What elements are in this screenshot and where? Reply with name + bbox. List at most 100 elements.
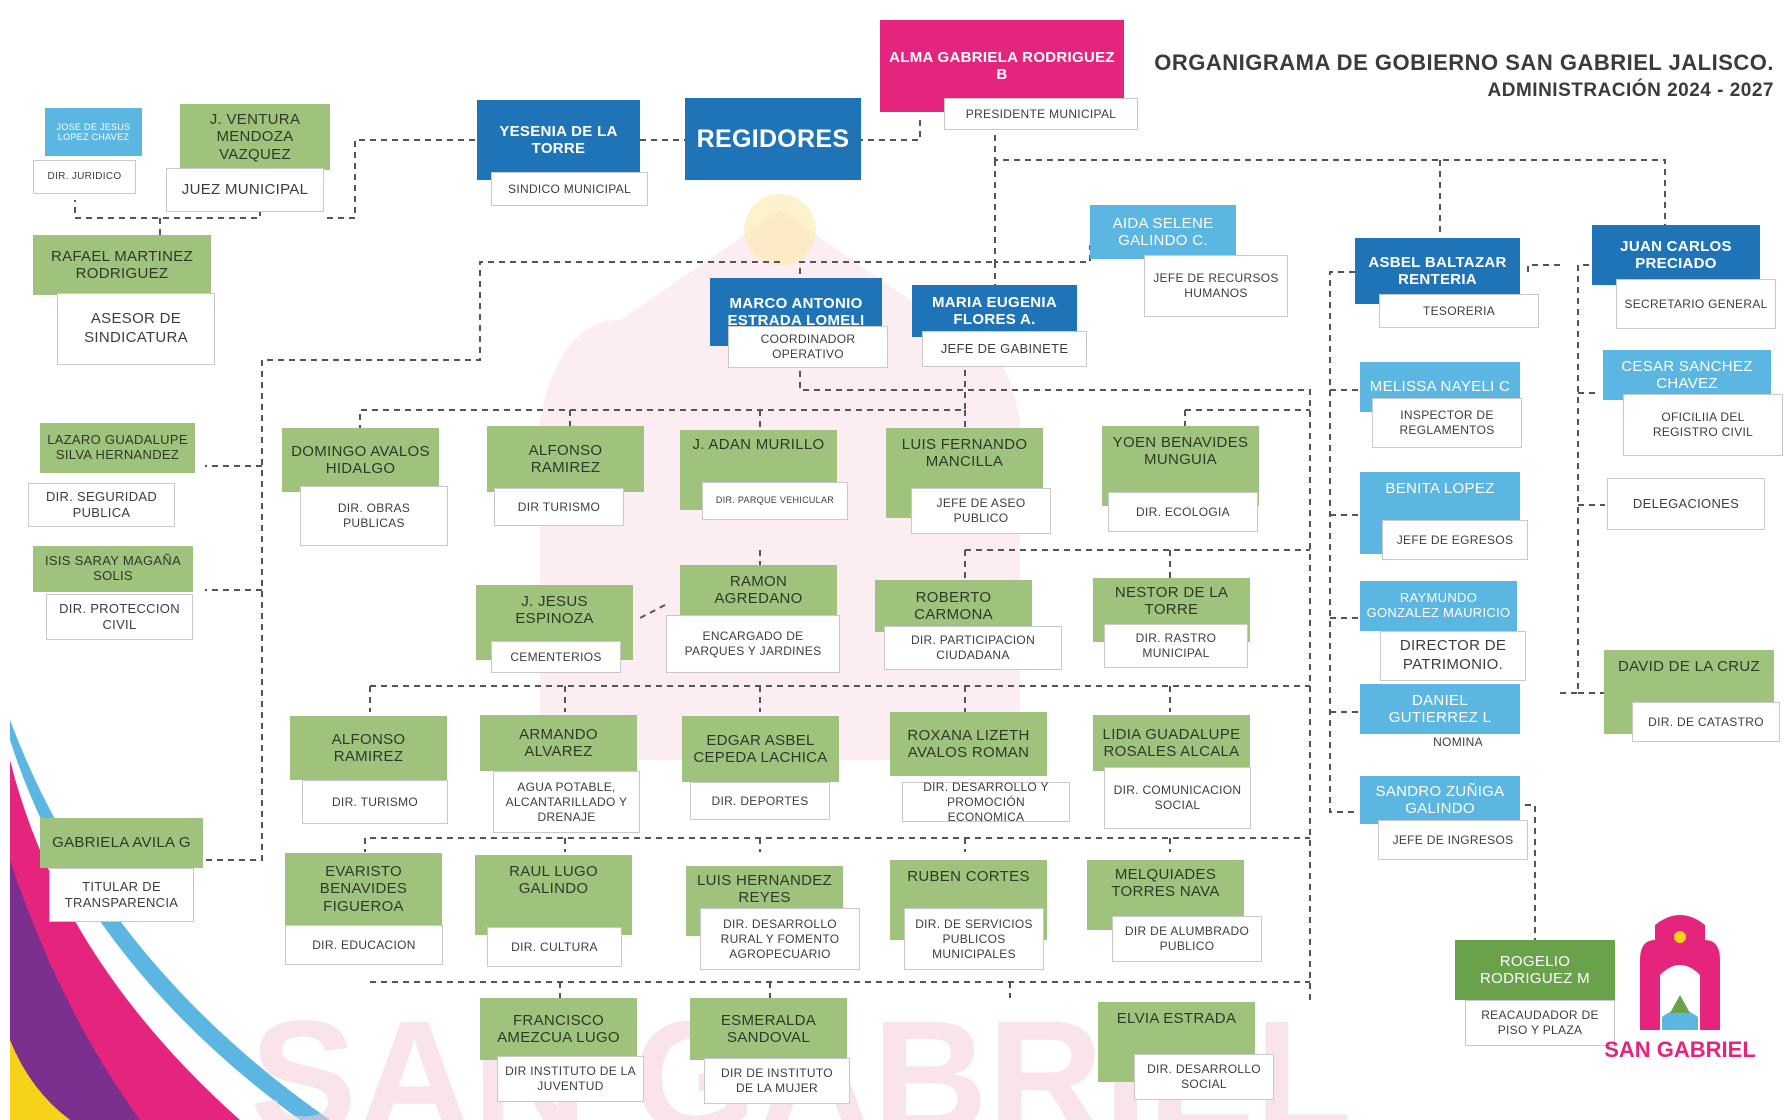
- parques-jardines-name: RAMON AGREDANO: [680, 565, 837, 621]
- registro-role: OFICILIIA DEL REGISTRO CIVIL: [1623, 394, 1783, 456]
- sindico-role: SINDICO MUNICIPAL: [491, 172, 648, 206]
- link-left-spine: [205, 261, 780, 861]
- obras-publicas-role: DIR. OBRAS PUBLICAS: [300, 486, 448, 546]
- turismo-2-role: DIR. TURISMO: [302, 780, 448, 824]
- alumbrado-role: DIR DE ALUMBRADO PUBLICO: [1112, 916, 1262, 962]
- cultura-name: RAUL LUGO GALINDO: [475, 855, 632, 935]
- chart-subtitle: ADMINISTRACIÓN 2024 - 2027: [1487, 80, 1774, 101]
- rastro-role: DIR. RASTRO MUNICIPAL: [1104, 624, 1248, 668]
- link-tesoreria-spine: [1329, 264, 1560, 813]
- deportes-name: EDGAR ASBEL CEPEDA LACHICA: [682, 716, 839, 782]
- seguridad-role: DIR. SEGURIDAD PUBLICA: [28, 483, 175, 527]
- juridico-role: DIR. JURIDICO: [33, 160, 136, 194]
- juez-role: JUEZ MUNICIPAL: [166, 168, 324, 212]
- participacion-name: ROBERTO CARMONA: [875, 580, 1032, 632]
- link-left-branches: [205, 465, 262, 591]
- presidente-role: PRESIDENTE MUNICIPAL: [944, 98, 1138, 130]
- secretario-name: JUAN CARLOS PRECIADO: [1592, 225, 1760, 285]
- nomina-name: DANIEL GUTIERREZ L: [1360, 684, 1520, 734]
- obras-publicas-name: DOMINGO AVALOS HIDALGO: [282, 428, 439, 492]
- cultura-role: DIR. CULTURA: [487, 927, 622, 967]
- corner-swoosh-yellow: [10, 1040, 70, 1120]
- church-logo-icon: [1640, 915, 1720, 1030]
- deportes-role: DIR. DEPORTES: [690, 782, 830, 820]
- parques-jardines-role: ENCARGADO DE PARQUES Y JARDINES: [666, 615, 840, 673]
- coordinador-role: COORDINADOR OPERATIVO: [728, 326, 888, 368]
- recursos-name: AIDA SELENE GALINDO C.: [1090, 205, 1236, 259]
- proteccion-role: DIR. PROTECCION CIVIL: [46, 594, 193, 640]
- link-sindico-juez: [325, 139, 475, 219]
- instituto-mujer-role: DIR DE INSTITUTO DE LA MUJER: [704, 1058, 850, 1104]
- registro-name: CESAR SANCHEZ CHAVEZ: [1603, 350, 1771, 400]
- link-juez-juridico-asesor: [74, 200, 261, 240]
- tesoreria-name: ASBEL BALTAZAR RENTERIA: [1355, 238, 1520, 304]
- ingresos-role: JEFE DE INGRESOS: [1378, 820, 1528, 860]
- participacion-role: DIR. PARTICIPACION CIUDADANA: [884, 626, 1062, 670]
- parque-vehicular-role: DIR. PARQUE VEHICULAR: [702, 482, 848, 520]
- patrimonio-role: DIRECTOR DE PATRIMONIO.: [1380, 631, 1526, 681]
- instituto-mujer-name: ESMERALDA SANDOVAL: [690, 998, 847, 1060]
- chart-title: ORGANIGRAMA DE GOBIERNO SAN GABRIEL JALI…: [1154, 50, 1774, 75]
- cementerios-role: CEMENTERIOS: [491, 641, 621, 673]
- turismo-1-role: DIR TURISMO: [494, 488, 624, 526]
- gabinete-name: MARIA EUGENIA FLORES A.: [912, 285, 1077, 337]
- reglamentos-role: INSPECTOR DE REGLAMENTOS: [1372, 398, 1522, 448]
- juventud-role: DIR INSTITUTO DE LA JUVENTUD: [497, 1056, 644, 1102]
- recaudador-name: ROGELIO RODRIGUEZ M: [1455, 940, 1615, 1000]
- link-row4: [364, 837, 1310, 852]
- gabinete-role: JEFE DE GABINETE: [922, 331, 1087, 367]
- link-center-right-spine: [799, 360, 1311, 1000]
- sindico-name: YESENIA DE LA TORRE: [477, 100, 640, 180]
- presidente-name: ALMA GABRIELA RODRIGUEZ B: [880, 20, 1124, 112]
- link-ingresos-recaudador: [1525, 804, 1536, 940]
- catastro-role: DIR. DE CATASTRO: [1632, 702, 1780, 742]
- logo-text: SAN GABRIEL: [1604, 1037, 1756, 1062]
- recursos-role: JEFE DE RECURSOS HUMANOS: [1144, 255, 1288, 317]
- turismo-1-name: ALFONSO RAMIREZ: [487, 426, 644, 492]
- transparencia-name: GABRIELA AVILA G: [40, 818, 203, 868]
- ingresos-name: SANDRO ZUÑIGA GALINDO: [1360, 776, 1520, 824]
- desarrollo-social-role: DIR. DESARROLLO SOCIAL: [1134, 1054, 1274, 1100]
- tesoreria-role: TESORERIA: [1379, 294, 1539, 328]
- proteccion-name: ISIS SARAY MAGAÑA SOLIS: [33, 546, 193, 592]
- juventud-name: FRANCISCO AMEZCUA LUGO: [480, 998, 637, 1060]
- seguridad-name: LAZARO GUADALUPE SILVA HERNANDEZ: [40, 423, 195, 473]
- agua-potable-role: AGUA POTABLE, ALCANTARILLADO Y DRENAJE: [493, 771, 640, 833]
- desarrollo-rural-role: DIR. DESARROLLO RURAL Y FOMENTO AGROPECU…: [700, 908, 860, 970]
- juez-name: J. VENTURA MENDOZA VAZQUEZ: [180, 104, 330, 170]
- servicios-publicos-role: DIR. DE SERVICIOS PUBLICOS MUNICIPALES: [904, 908, 1044, 970]
- comunicacion-role: DIR. COMUNICACION SOCIAL: [1104, 767, 1251, 829]
- egresos-role: JEFE DE EGRESOS: [1382, 520, 1528, 560]
- logo: SAN GABRIEL: [1600, 905, 1760, 1085]
- nomina-role: NOMINA: [1433, 734, 1483, 749]
- asesor-role: ASESOR DE SINDICATURA: [57, 293, 215, 365]
- link-center-upper: [799, 160, 1091, 285]
- link-row1: [359, 370, 1310, 430]
- educacion-name: EVARISTO BENAVIDES FIGUEROA: [285, 853, 442, 925]
- link-secretario-branches: [1560, 264, 1605, 694]
- delegaciones-label: DELEGACIONES: [1607, 478, 1765, 530]
- recaudador-role: REACAUDADOR DE PISO Y PLAZA: [1465, 1000, 1615, 1046]
- link-row2: [639, 549, 1310, 619]
- regidores-label: REGIDORES: [685, 98, 861, 180]
- juridico-name: JOSE DE JESUS LOPEZ CHAVEZ: [45, 108, 142, 156]
- desarrollo-economico-role: DIR. DESARROLLO Y PROMOCIÓN ECONOMICA: [902, 780, 1070, 824]
- aseo-publico-role: JEFE DE ASEO PUBLICO: [911, 488, 1051, 534]
- link-row5: [370, 981, 1310, 998]
- asesor-name: RAFAEL MARTINEZ RODRIGUEZ: [33, 235, 211, 295]
- sun-watermark: [744, 194, 816, 266]
- comunicacion-name: LIDIA GUADALUPE ROSALES ALCALA: [1093, 715, 1250, 771]
- secretario-role: SECRETARIO GENERAL: [1616, 279, 1776, 329]
- transparencia-role: TITULAR DE TRANSPARENCIA: [49, 868, 194, 922]
- ecologia-role: DIR. ECOLOGIA: [1108, 492, 1258, 532]
- corner-swoosh-purple: [10, 860, 140, 1120]
- link-tesoreria-branches: [1330, 389, 1360, 713]
- agua-potable-name: ARMANDO ALVAREZ: [480, 715, 637, 771]
- link-row3: [369, 685, 1310, 712]
- turismo-2-name: ALFONSO RAMIREZ: [290, 716, 447, 780]
- link-presidente-regidores: [859, 112, 921, 141]
- link-presidente-right: [994, 135, 1666, 235]
- patrimonio-name: RAYMUNDO GONZALEZ MAURICIO: [1360, 581, 1517, 631]
